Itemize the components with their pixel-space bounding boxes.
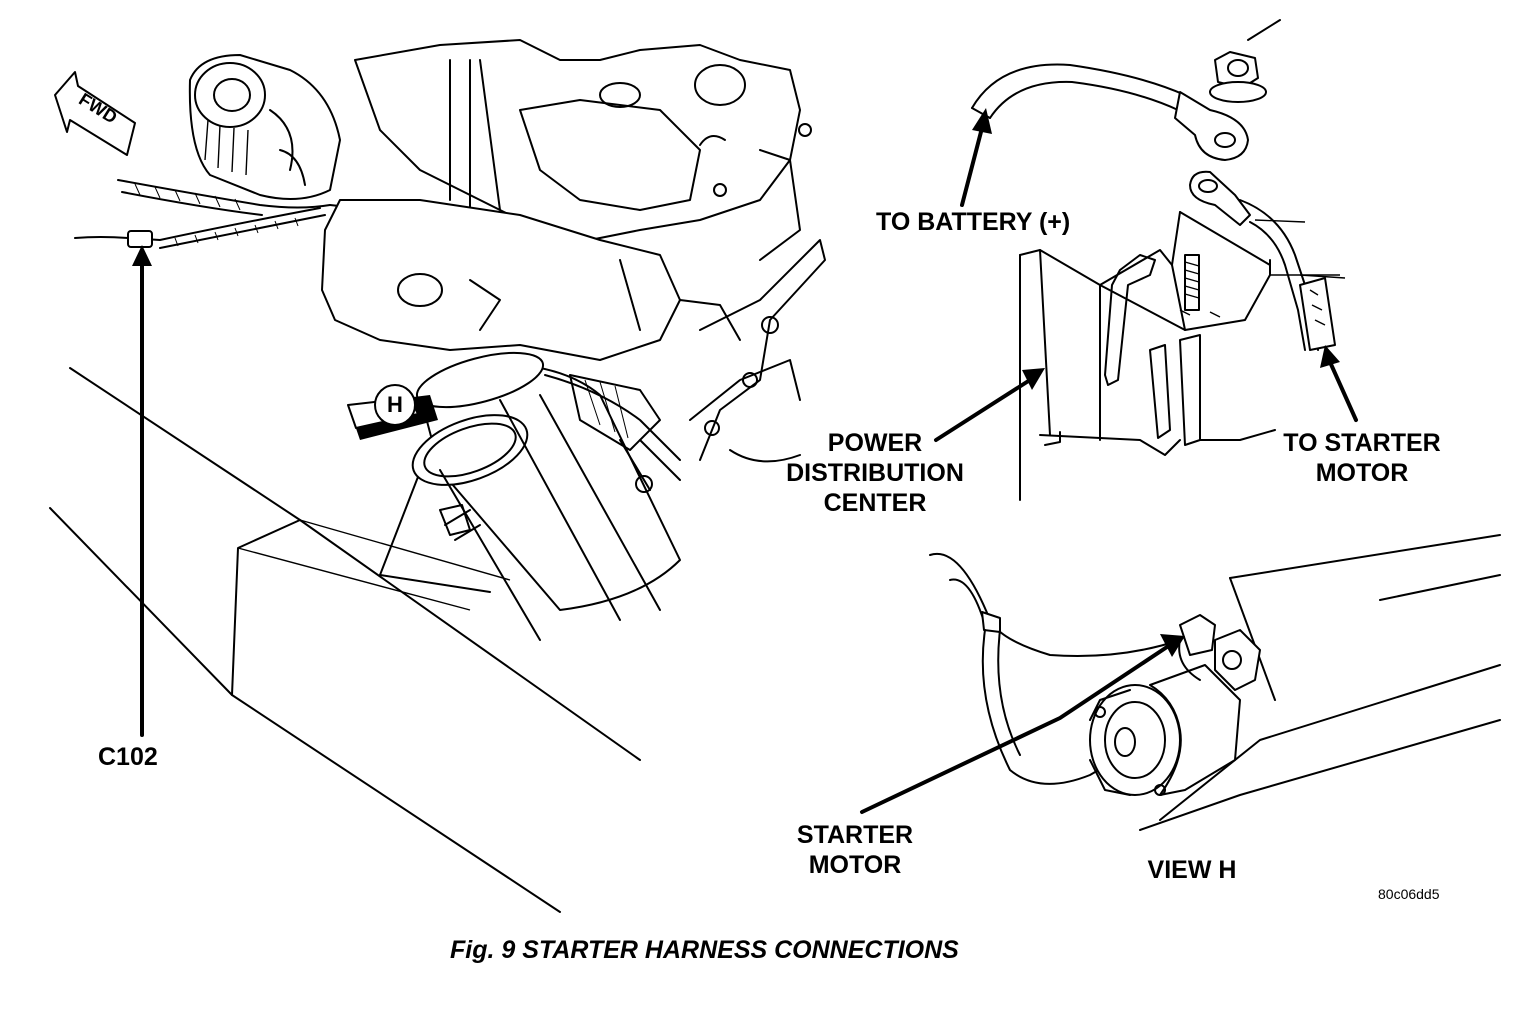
starter-label-line-1: STARTER <box>796 821 914 849</box>
starter-motor-label: STARTER MOTOR <box>775 820 935 880</box>
to-starter-label-line-1: TO STARTER <box>1283 429 1441 457</box>
pdc-label-line-1: POWER <box>827 429 923 457</box>
to-battery-label: TO BATTERY (+) <box>876 208 1071 236</box>
power-distribution-center-label: POWER DISTRIBUTION CENTER <box>760 428 990 518</box>
figure-caption: Fig. 9 STARTER HARNESS CONNECTIONS <box>450 936 959 964</box>
image-code: 80c06dd5 <box>1378 886 1440 902</box>
view-h-label: VIEW H <box>1147 856 1237 884</box>
pdc-label-line-2: DISTRIBUTION <box>786 459 964 487</box>
pdc-label-line-3: CENTER <box>823 489 927 517</box>
view-h-callout: H <box>387 392 403 417</box>
pdc-detail-drawing <box>934 19 1358 501</box>
to-starter-label-line-2: MOTOR <box>1315 459 1409 487</box>
to-starter-motor-label: TO STARTER MOTOR <box>1262 428 1462 488</box>
engine-bay-drawing <box>49 39 826 913</box>
c102-connector-label: C102 <box>98 743 158 771</box>
view-h-drawing <box>860 534 1501 831</box>
starter-label-line-2: MOTOR <box>808 851 902 879</box>
